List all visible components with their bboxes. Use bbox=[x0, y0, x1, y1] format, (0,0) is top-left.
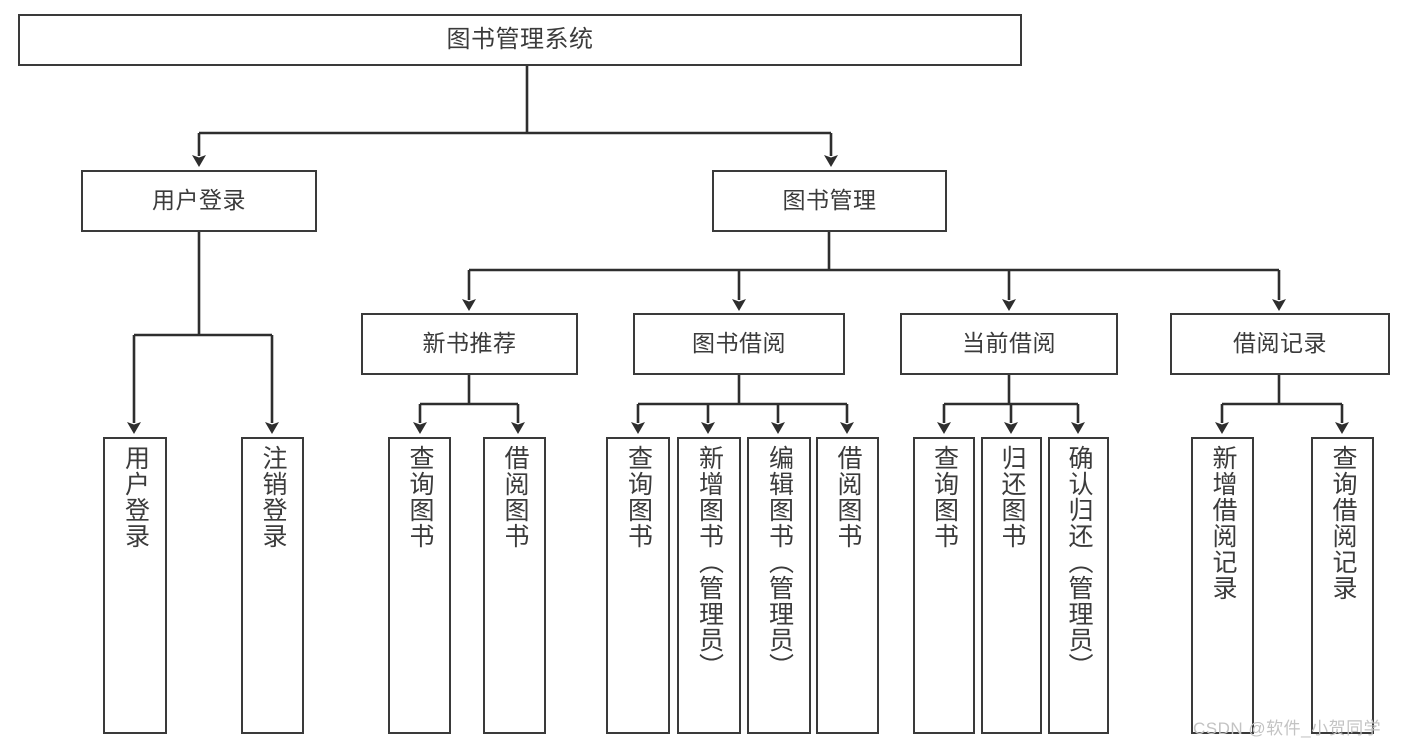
node-label: 新书推荐 bbox=[422, 330, 517, 357]
node-leaf-borrow-book-2[interactable]: 借阅图书 bbox=[816, 437, 879, 734]
node-book-borrow[interactable]: 图书借阅 bbox=[633, 313, 845, 375]
node-leaf-query-book-3[interactable]: 查询图书 bbox=[913, 437, 975, 734]
node-book-manage[interactable]: 图书管理 bbox=[712, 170, 947, 232]
node-label: 查询图书 bbox=[930, 445, 959, 549]
node-leaf-borrow-book-1[interactable]: 借阅图书 bbox=[483, 437, 546, 734]
node-new-book-recommend[interactable]: 新书推荐 bbox=[361, 313, 578, 375]
node-label: 用户登录 bbox=[121, 445, 150, 549]
node-current-borrow[interactable]: 当前借阅 bbox=[900, 313, 1118, 375]
node-root-book-management-system[interactable]: 图书管理系统 bbox=[18, 14, 1022, 66]
node-label: 查询图书 bbox=[406, 445, 434, 549]
node-label: 编辑图书（管理员） bbox=[765, 445, 794, 679]
node-leaf-add-book[interactable]: 新增图书（管理员） bbox=[677, 437, 741, 734]
node-leaf-confirm-return[interactable]: 确认归还（管理员） bbox=[1048, 437, 1109, 734]
node-label: 借阅图书 bbox=[834, 445, 862, 549]
node-user-login[interactable]: 用户登录 bbox=[81, 170, 317, 232]
node-leaf-query-book-2[interactable]: 查询图书 bbox=[606, 437, 670, 734]
node-leaf-return-book[interactable]: 归还图书 bbox=[981, 437, 1042, 734]
node-leaf-user-login[interactable]: 用户登录 bbox=[103, 437, 167, 734]
node-label: 新增图书（管理员） bbox=[695, 445, 724, 679]
node-label: 查询图书 bbox=[624, 445, 653, 549]
node-label: 确认归还（管理员） bbox=[1065, 445, 1093, 679]
node-label: 新增借阅记录 bbox=[1209, 445, 1237, 601]
watermark: CSDN @软件_小贺同学 bbox=[1193, 719, 1382, 738]
node-leaf-query-record[interactable]: 查询借阅记录 bbox=[1311, 437, 1374, 734]
node-leaf-logout-login[interactable]: 注销登录 bbox=[241, 437, 304, 734]
node-label: 借阅记录 bbox=[1233, 330, 1327, 357]
node-leaf-edit-book[interactable]: 编辑图书（管理员） bbox=[747, 437, 811, 734]
node-label: 借阅图书 bbox=[501, 445, 529, 549]
node-label: 查询借阅记录 bbox=[1329, 445, 1357, 601]
node-label: 图书借阅 bbox=[692, 330, 786, 357]
node-label: 用户登录 bbox=[152, 187, 246, 214]
node-label: 图书管理 bbox=[782, 187, 877, 214]
node-borrow-record[interactable]: 借阅记录 bbox=[1170, 313, 1390, 375]
node-label: 归还图书 bbox=[998, 445, 1026, 549]
node-label: 图书管理系统 bbox=[446, 25, 594, 53]
node-leaf-query-book-1[interactable]: 查询图书 bbox=[388, 437, 451, 734]
node-leaf-add-record[interactable]: 新增借阅记录 bbox=[1191, 437, 1254, 734]
node-label: 注销登录 bbox=[259, 445, 287, 549]
node-label: 当前借阅 bbox=[962, 330, 1056, 357]
